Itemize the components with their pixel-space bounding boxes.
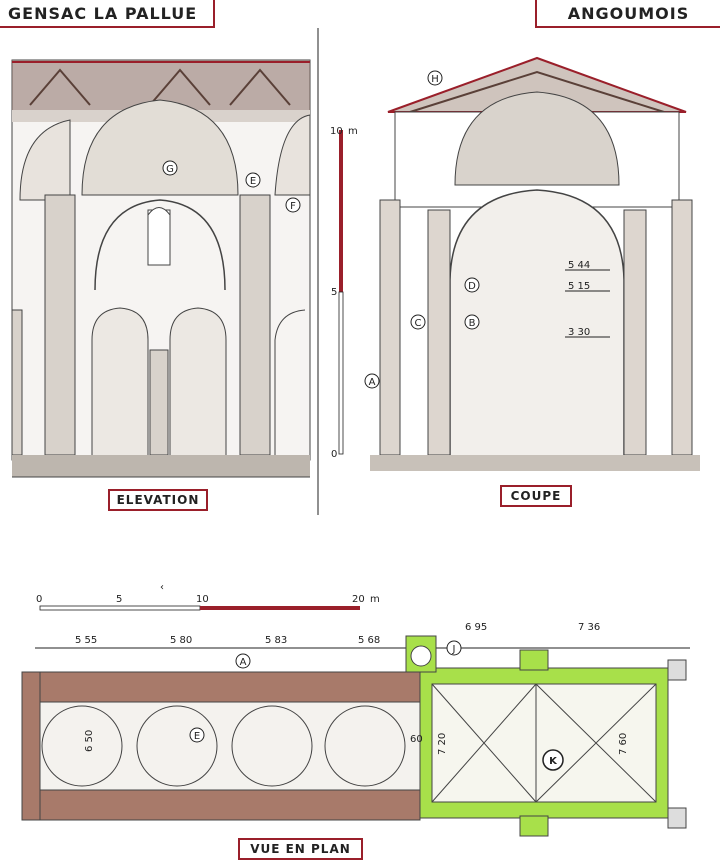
- scale-tick-5: 5: [331, 287, 337, 298]
- section-dim-1: 5 44: [568, 260, 590, 271]
- elevation-drawing: G E F: [11, 59, 311, 478]
- plan-dim-side-1: 6 50: [84, 730, 95, 752]
- plan-dim-side-3: 7 20: [437, 733, 448, 755]
- hscale-tick-20: 20: [352, 594, 365, 605]
- marker-F: F: [290, 201, 296, 212]
- horizontal-scale-bar: ‹ 0 5 10 20 m: [36, 582, 380, 611]
- hscale-tick-5: 5: [116, 594, 122, 605]
- plan-dim-6: 7 36: [578, 622, 600, 633]
- hscale-unit: m: [370, 594, 380, 605]
- marker-H: H: [431, 74, 439, 85]
- scale-tick-0: 0: [331, 449, 337, 460]
- marker-C: C: [415, 318, 422, 329]
- marker-E: E: [250, 176, 256, 187]
- scale-unit-v: m: [348, 126, 358, 137]
- section-dim-3: 3 30: [568, 327, 590, 338]
- caption-section: COUPE: [500, 485, 572, 507]
- section-drawing: 5 44 5 15 3 30 H D C B A: [364, 56, 700, 471]
- marker-A-section: A: [369, 377, 376, 388]
- plan-dim-5: 6 95: [465, 622, 487, 633]
- caption-plan: VUE EN PLAN: [238, 838, 363, 860]
- vertical-scale-bar: 10 m 5 0: [317, 28, 358, 515]
- hscale-tick-10: 10: [196, 594, 209, 605]
- small-mark: ‹: [160, 582, 164, 593]
- section-dim-2: 5 15: [568, 281, 590, 292]
- marker-B: B: [469, 318, 476, 329]
- plan-dim-3: 5 83: [265, 635, 287, 646]
- site-title: GENSAC LA PALLUE: [0, 0, 215, 28]
- plan-dim-1: 5 55: [75, 635, 97, 646]
- scale-tick-10: 10: [330, 126, 343, 137]
- marker-A-plan: A: [240, 657, 247, 668]
- caption-elevation: ELEVATION: [108, 489, 208, 511]
- plan-dim-4: 5 68: [358, 635, 380, 646]
- marker-D: D: [468, 281, 476, 292]
- marker-K: K: [549, 756, 558, 767]
- plan-drawing: 5 55 5 80 5 83 5 68 6 95 7 36 6 50 60 7: [21, 622, 690, 837]
- region-title: ANGOUMOIS: [535, 0, 720, 28]
- marker-E-plan: E: [194, 731, 200, 742]
- plan-dim-2: 5 80: [170, 635, 192, 646]
- plan-dim-side-4: 7 60: [618, 733, 629, 755]
- hscale-tick-0: 0: [36, 594, 42, 605]
- marker-J: J: [452, 644, 456, 655]
- marker-G: G: [166, 164, 174, 175]
- plan-dim-side-2: 60: [410, 734, 423, 745]
